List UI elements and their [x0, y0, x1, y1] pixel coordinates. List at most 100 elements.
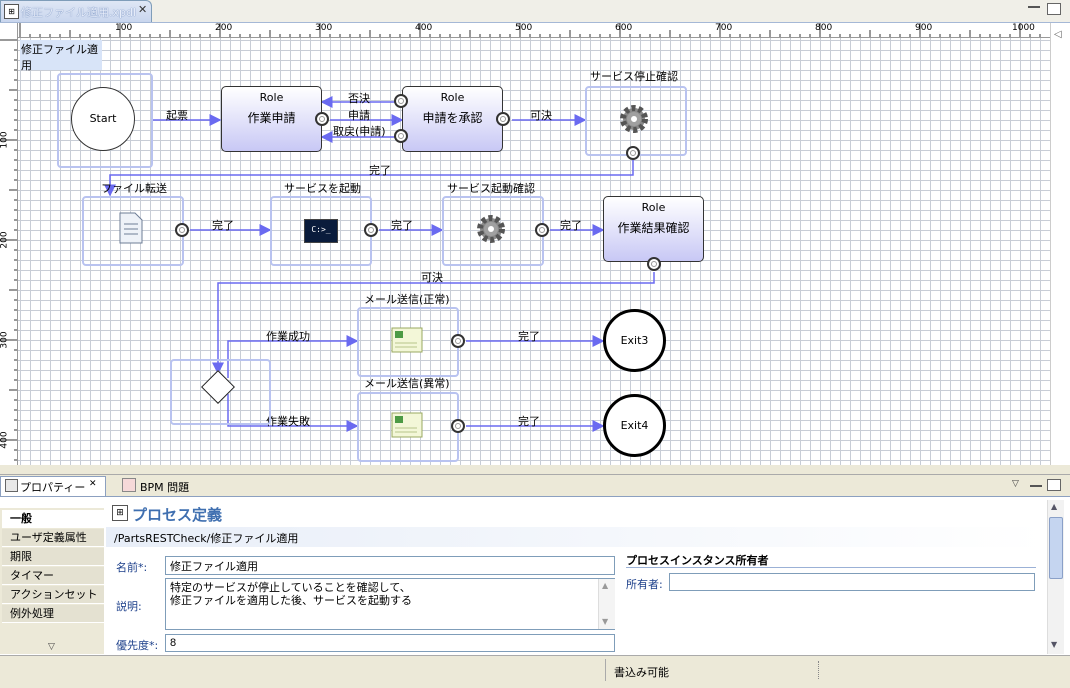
nav-item-general[interactable]: 一般	[2, 510, 104, 528]
edge-label: 完了	[212, 219, 234, 232]
edge-label: 作業失敗	[266, 415, 310, 428]
diagram-canvas[interactable]	[18, 38, 1050, 465]
minimize-icon[interactable]	[1028, 4, 1040, 8]
edge-label: 完了	[518, 330, 540, 343]
ruler-tick-label: 500	[515, 23, 533, 33]
diagram-title[interactable]: 修正ファイル適用	[20, 40, 102, 72]
scroll-left-icon[interactable]: ◁	[1054, 29, 1062, 40]
minimize-icon[interactable]	[1030, 483, 1042, 487]
scrollbar-thumb[interactable]	[1049, 517, 1063, 579]
scroll-down-icon[interactable]: ▼	[1051, 640, 1058, 649]
process-title: プロセス定義	[132, 506, 223, 524]
node-label: サービスを起動	[284, 182, 361, 195]
priority-field[interactable]	[165, 634, 615, 652]
gear-icon	[477, 215, 505, 243]
nav-item-exception[interactable]: 例外処理	[2, 605, 104, 623]
port-icon[interactable]	[647, 257, 661, 271]
gear-icon	[620, 105, 648, 133]
port-icon[interactable]	[496, 112, 510, 126]
ruler-tick-label: 800	[815, 23, 833, 33]
port-icon[interactable]	[394, 129, 408, 143]
process-header: ⊞	[106, 500, 1046, 526]
edge-label: 取戻(申請)	[333, 125, 386, 138]
view-menu-icon[interactable]: ▽	[1012, 479, 1019, 489]
priority-label: 優先度*:	[116, 639, 159, 652]
write-mode-status: 書込み可能	[614, 666, 669, 679]
port-icon[interactable]	[626, 146, 640, 160]
maximize-icon[interactable]	[1047, 479, 1061, 491]
ruler-tick-label: 300	[315, 23, 333, 33]
properties-scrollbar[interactable]: ▲ ▼	[1047, 500, 1064, 654]
task-name: 作業結果確認	[617, 221, 690, 235]
node-label: メール送信(正常)	[364, 293, 450, 306]
port-icon[interactable]	[394, 94, 408, 108]
scroll-down-icon[interactable]: ▽	[48, 642, 55, 652]
close-icon[interactable]: ✕	[89, 479, 97, 489]
nav-item-user-attrs[interactable]: ユーザ定義属性	[2, 529, 104, 547]
start-node-frame[interactable]	[57, 73, 153, 168]
tab-properties[interactable]: プロパティー ✕	[0, 476, 106, 496]
console-icon: C:>_	[304, 219, 338, 243]
start-event[interactable]: Start	[71, 87, 135, 151]
maximize-icon[interactable]	[1047, 3, 1061, 15]
gateway-frame[interactable]	[170, 359, 271, 425]
vertical-ruler: 100 200 300 400	[0, 37, 18, 465]
description-field[interactable]: 特定のサービスが停止していることを確認して、 修正ファイルを適用した後、サービス…	[165, 578, 615, 630]
node-label: サービス起動確認	[447, 182, 535, 195]
task-name: 申請を承認	[422, 111, 483, 125]
process-file-icon: ⊞	[4, 4, 19, 19]
owner-label: 所有者:	[626, 578, 663, 591]
node-label: ファイル転送	[101, 182, 167, 195]
edge-seikou[interactable]	[227, 335, 359, 378]
role-label: Role	[440, 91, 465, 104]
editor-tab[interactable]: ⊞ 修正ファイル適用.xpdl ✕	[0, 0, 152, 22]
canvas-scrollbar[interactable]: ◁	[1050, 23, 1070, 465]
port-icon[interactable]	[364, 223, 378, 237]
port-icon[interactable]	[535, 223, 549, 237]
nav-item-timer[interactable]: タイマー	[2, 567, 104, 585]
properties-nav: 一般 ユーザ定義属性 期限 タイマー アクションセット 例外処理 ▽	[0, 508, 104, 654]
edge-label: 完了	[518, 415, 540, 428]
nav-item-deadline[interactable]: 期限	[2, 548, 104, 566]
task-shinsei-shounin[interactable]: Role 申請を承認	[402, 86, 503, 152]
horizontal-ruler: 100 200 300 400 500 600 700 800 900 1000	[18, 23, 1050, 38]
exit3-event[interactable]: Exit3	[603, 309, 666, 372]
scroll-down-icon[interactable]: ▼	[602, 617, 609, 626]
node-label: メール送信(異常)	[364, 377, 450, 390]
ruler-tick-label: 700	[715, 23, 733, 33]
edges-layer	[104, 96, 655, 432]
role-label: Role	[259, 91, 284, 104]
scroll-up-icon[interactable]: ▲	[1051, 502, 1058, 511]
description-label: 説明:	[116, 600, 142, 613]
task-sagyo-kekka[interactable]: Role 作業結果確認	[603, 196, 704, 262]
edge-label: 完了	[391, 219, 413, 232]
task-sagyo-shinsei[interactable]: Role 作業申請	[221, 86, 322, 152]
name-label: 名前*:	[116, 561, 148, 574]
mail-icon	[391, 327, 423, 353]
owner-field[interactable]	[669, 573, 1035, 591]
port-icon[interactable]	[315, 112, 329, 126]
edge-label: 可決	[421, 271, 443, 284]
description-scrollbar[interactable]: ▲ ▼	[598, 579, 615, 629]
ruler-tick-label: 200	[215, 23, 233, 33]
edge-kaketsu2[interactable]	[212, 272, 655, 375]
tab-bpm-problems[interactable]: BPM 問題	[116, 477, 201, 495]
document-icon	[119, 212, 143, 244]
port-icon[interactable]	[175, 223, 189, 237]
edge-shippai[interactable]	[227, 394, 359, 432]
name-field[interactable]	[165, 556, 615, 575]
ruler-tick-label: 600	[615, 23, 633, 33]
ruler-tick-label: 1000	[1012, 23, 1035, 33]
edge-label: 作業成功	[266, 330, 310, 343]
edge-label: 否決	[348, 92, 370, 105]
port-icon[interactable]	[451, 419, 465, 433]
close-icon[interactable]: ✕	[138, 3, 148, 16]
port-icon[interactable]	[451, 334, 465, 348]
nav-item-action-set[interactable]: アクションセット	[2, 586, 104, 604]
editor-tab-label: 修正ファイル適用.xpdl	[21, 6, 137, 19]
scroll-up-icon[interactable]: ▲	[602, 581, 609, 590]
ruler-tick-label: 900	[915, 23, 933, 33]
edge-kanryo1[interactable]	[104, 160, 634, 197]
edge-label: 完了	[560, 219, 582, 232]
exit4-event[interactable]: Exit4	[603, 394, 666, 457]
